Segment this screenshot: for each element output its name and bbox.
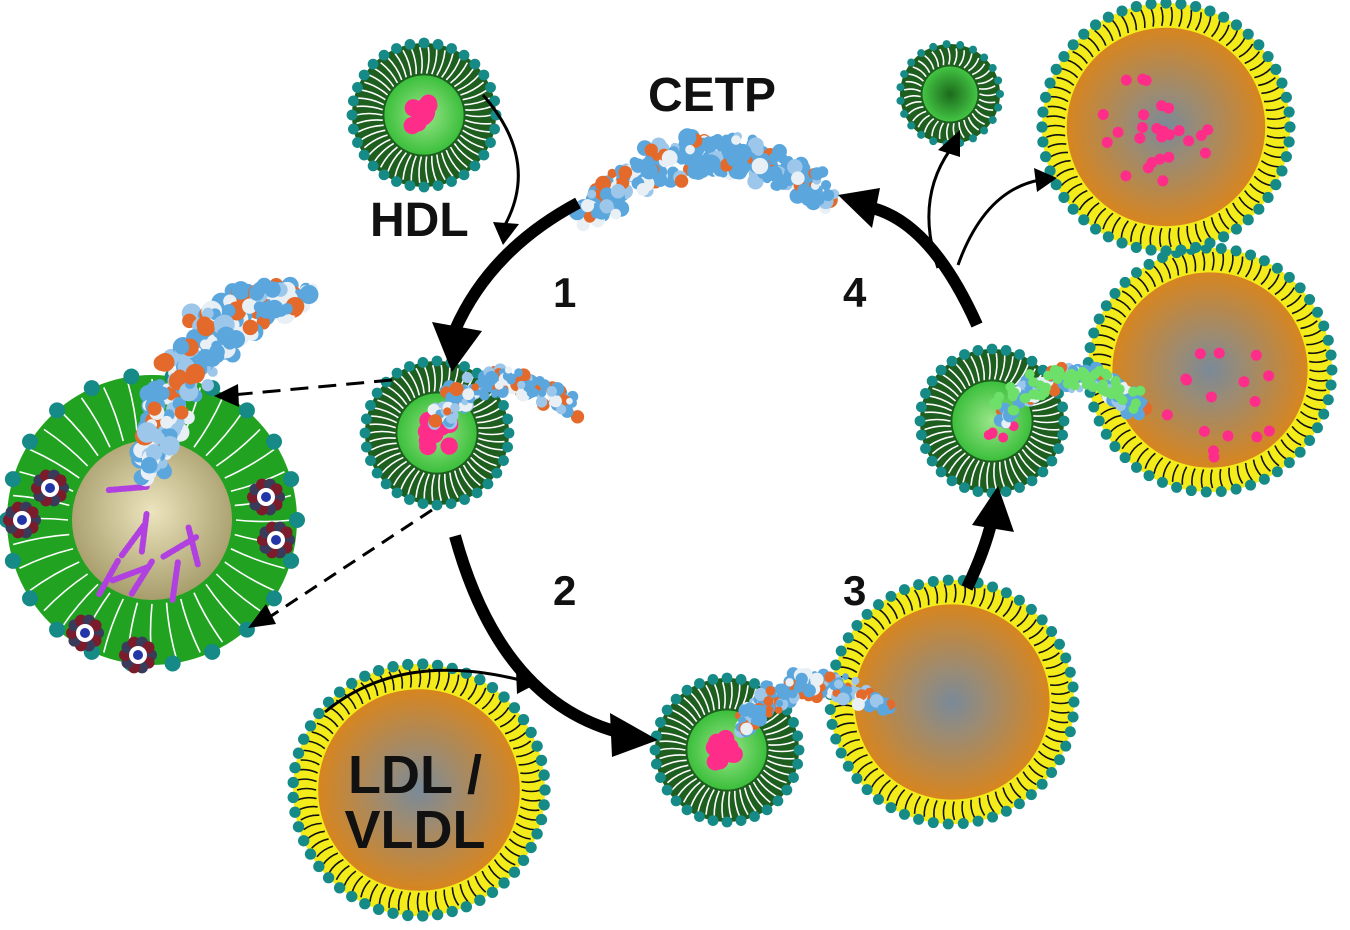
apolipoprotein-icon [257, 521, 295, 559]
cetp-label: CETP [648, 69, 777, 122]
arrow-step4 [838, 188, 983, 328]
hdl-particle-step3 [914, 343, 1070, 499]
apolipoprotein-icon [31, 469, 69, 507]
cetp-protein-bound-hdl [427, 363, 585, 430]
zoom-arrow-lower [248, 508, 433, 628]
ldl-particle-product [1036, 0, 1296, 257]
cholesteryl-ester-cluster [705, 729, 743, 771]
step-3-label: 3 [843, 567, 867, 614]
ldl-particle-step2 [824, 574, 1080, 830]
hdl-label: HDL [370, 194, 469, 247]
cetp-protein-zoomed [129, 276, 319, 487]
step-4-label: 4 [843, 269, 867, 316]
hdl-particle-top [346, 37, 502, 193]
apolipoprotein-icon [66, 614, 104, 652]
step-2-label: 2 [553, 567, 577, 614]
arrow-step2 [449, 534, 658, 757]
apolipoprotein-icon [119, 636, 157, 674]
zoom-arrow-upper [214, 378, 393, 407]
arrow-step3 [961, 486, 1014, 591]
arrow-ldl-entry [324, 668, 540, 714]
arrows-layer [214, 94, 1057, 757]
arrow-hdl-entry [481, 94, 520, 245]
arrow-product-ldl [956, 168, 1057, 266]
cetp-protein-free [568, 128, 840, 232]
cetp-protein-bridging-step3 [989, 361, 1153, 429]
ldl-vldl-particle-input [287, 658, 551, 922]
hdl-particle-small-product [896, 40, 1004, 148]
step-1-label: 1 [553, 269, 577, 316]
ldl-particle-step3 [1082, 242, 1338, 498]
cetp-protein-bridging-step2 [734, 667, 896, 738]
cholesteryl-ester-cluster [403, 94, 438, 135]
arrow-product-hdl [927, 130, 960, 269]
arrow-step1 [432, 197, 581, 372]
hdl-particle-step2 [649, 672, 805, 828]
ldl-label-line1: LDL / [348, 745, 482, 805]
apolipoprotein-icon [247, 478, 285, 516]
zoomed-hdl-cetp-complex [0, 368, 305, 674]
apolipoprotein-icon [3, 501, 41, 539]
ldl-vldl-label: LDL / VLDL [330, 745, 500, 861]
cetp-proteins-layer [129, 128, 1153, 738]
ldl-label-line2: VLDL [344, 800, 486, 861]
